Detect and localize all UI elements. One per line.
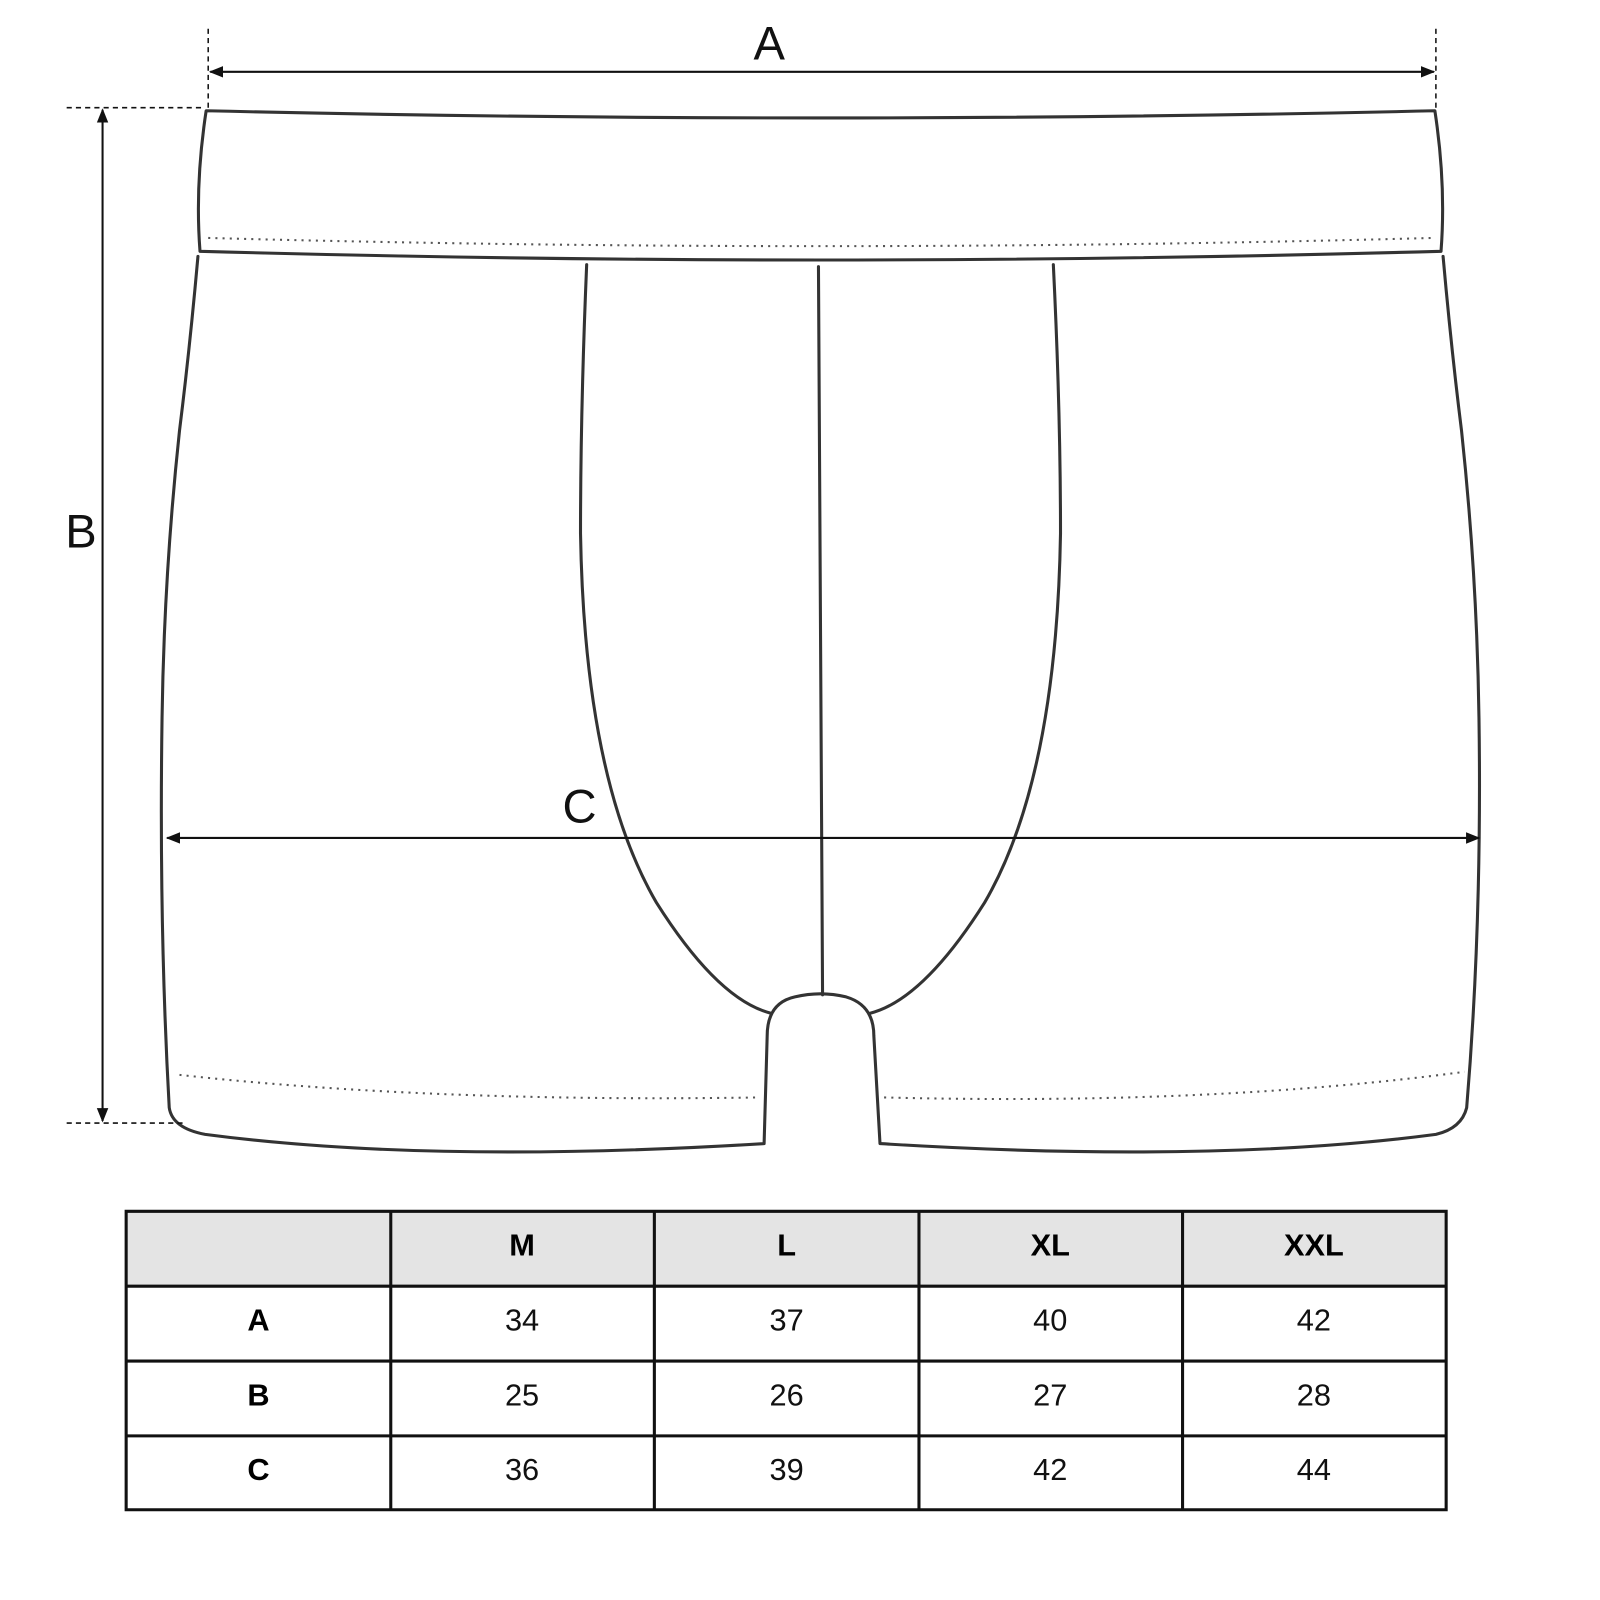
row-label: C [247,1452,269,1487]
table-cell: 40 [1033,1303,1067,1338]
table-grid [124,1209,1448,1512]
column-header-xxl: XXL [1284,1228,1344,1263]
table-cell: 27 [1033,1377,1067,1412]
table-cell: 25 [505,1377,539,1412]
dimension-a: A [207,16,1437,108]
table-cell: 37 [770,1303,804,1338]
table-cell: 44 [1297,1452,1331,1487]
waistband-stitching [208,236,1433,248]
column-header-l: L [777,1228,796,1263]
dimension-b: B [65,106,206,1124]
waistband [196,109,1445,262]
boxer-briefs-illustration [159,109,1482,1154]
center-seam [816,265,825,997]
table-cell: 42 [1033,1452,1067,1487]
row-label: B [247,1377,269,1412]
table-header-row: M L XL XXL [509,1228,1344,1263]
left-pouch-seam [578,263,773,1015]
right-pouch-seam [868,263,1063,1015]
right-hem-stitching [884,1070,1465,1101]
table-cell: 34 [505,1303,539,1338]
dimension-c: C [165,780,1481,844]
left-hem-stitching [179,1073,759,1100]
row-label: A [247,1303,269,1338]
table-cell: 39 [770,1452,804,1487]
dimension-label-a: A [754,16,786,69]
size-table: M L XL XXL A 34 37 40 42 B 25 26 27 28 C… [124,1209,1448,1512]
table-row: A 34 37 40 42 [247,1303,1331,1338]
table-row: B 25 26 27 28 [247,1377,1331,1412]
column-header-m: M [509,1228,535,1263]
table-row: C 36 39 42 44 [247,1452,1331,1487]
table-header-background [126,1211,1447,1287]
column-header-xl: XL [1031,1228,1070,1263]
dimension-label-b: B [65,505,96,558]
table-cell: 42 [1297,1303,1331,1338]
table-cell: 28 [1297,1377,1331,1412]
table-cell: 36 [505,1452,539,1487]
table-cell: 26 [770,1377,804,1412]
dimension-label-c: C [562,780,596,833]
left-body-outline [159,254,1482,1154]
